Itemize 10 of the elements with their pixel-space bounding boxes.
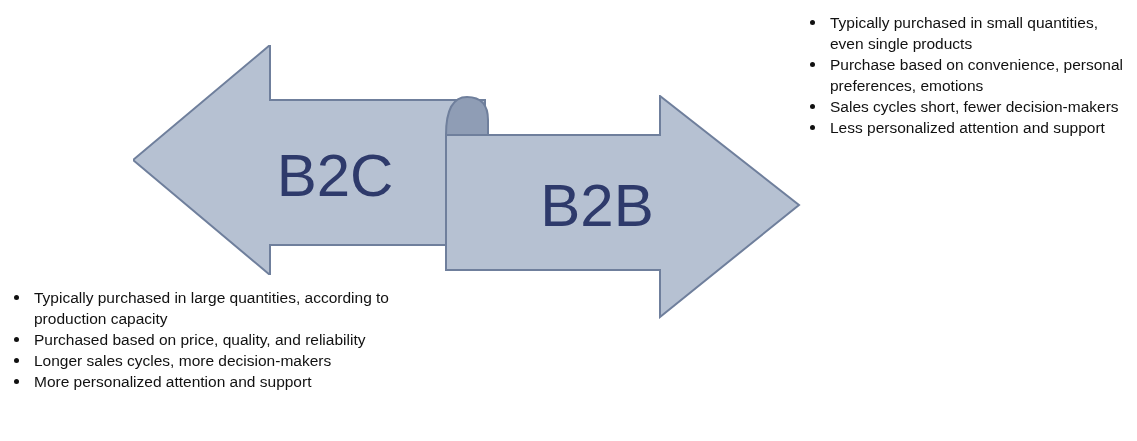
bullet-text: Purchase based on convenience, personal preferences, emotions xyxy=(830,56,1123,94)
arrow-label: B2B xyxy=(540,170,654,240)
bullet-text: Sales cycles short, fewer decision-makers xyxy=(830,98,1119,115)
bullet-text: Less personalized attention and support xyxy=(830,119,1105,136)
bullet-text: More personalized attention and support xyxy=(34,373,312,390)
bullet-text: Purchased based on price, quality, and reliability xyxy=(34,331,366,348)
bullet-text: Typically purchased in large quantities, according to production capacity xyxy=(34,289,389,327)
arrow-label: B2C xyxy=(276,140,394,210)
bullet-text: Longer sales cycles, more decision-makers xyxy=(34,352,332,369)
bullet-text: Typically purchased in small quantities, even single products xyxy=(830,14,1098,52)
